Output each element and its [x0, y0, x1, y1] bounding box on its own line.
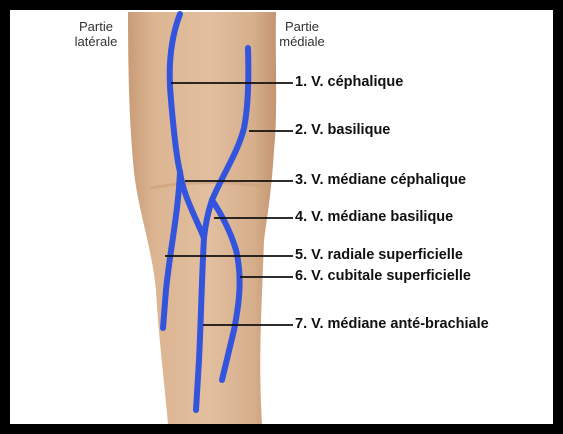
vein-label-2: 2. V. basilique	[295, 122, 390, 139]
vein-label-5: 5. V. radiale superficielle	[295, 247, 463, 264]
vein-label-6: 6. V. cubitale superficielle	[295, 268, 471, 285]
lateral-side-label: Partie latérale	[54, 19, 138, 49]
vein-label-3: 3. V. médiane céphalique	[295, 172, 466, 189]
vein-label-7: 7. V. médiane anté-brachiale	[295, 316, 489, 333]
vein-label-1: 1. V. céphalique	[295, 74, 403, 91]
vein-label-4: 4. V. médiane basilique	[295, 209, 453, 226]
medial-side-label: Partie médiale	[260, 19, 344, 49]
